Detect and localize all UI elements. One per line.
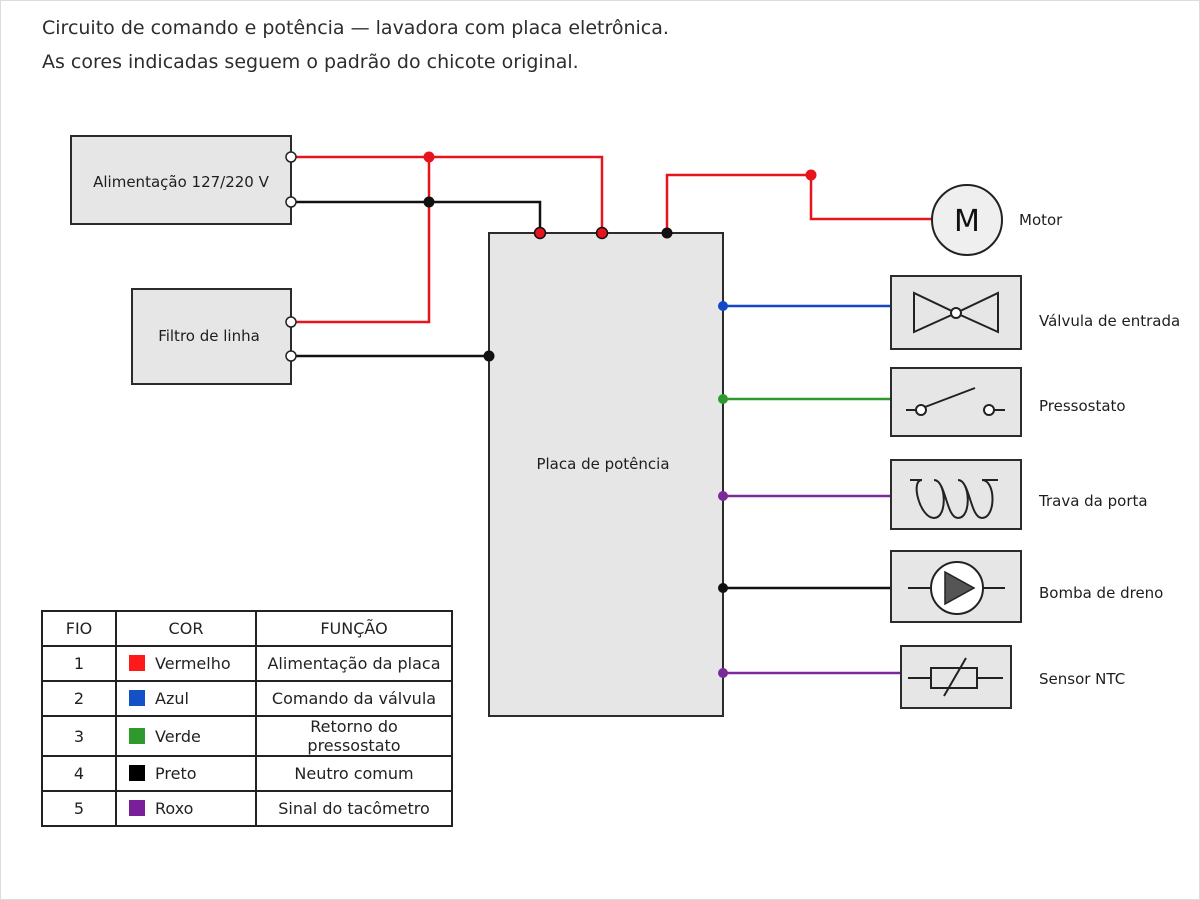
legend-fio: 2 xyxy=(41,680,117,717)
table-row: 4 Preto Neutro comum xyxy=(41,755,453,792)
legend-cor: Roxo xyxy=(115,790,257,827)
legend-funcao: Retorno do pressostato xyxy=(255,715,453,757)
table-row: 5 Roxo Sinal do tacômetro xyxy=(41,790,453,827)
legend-fio: 3 xyxy=(41,715,117,757)
legend-header-funcao: FUNÇÃO xyxy=(255,610,453,647)
legend-cor-name: Verde xyxy=(155,726,201,746)
legend-cor-name: Roxo xyxy=(155,799,194,818)
legend-funcao: Comando da válvula xyxy=(255,680,453,717)
motor-label: Motor xyxy=(1019,211,1063,229)
drain-pump-label: Bomba de dreno xyxy=(1039,584,1163,602)
legend-funcao: Alimentação da placa xyxy=(255,645,453,682)
pressure-switch-icon xyxy=(906,387,1005,416)
color-swatch xyxy=(129,690,145,706)
legend-fio: 5 xyxy=(41,790,117,827)
legend-cor-name: Vermelho xyxy=(155,654,231,673)
legend-fio: 4 xyxy=(41,755,117,792)
legend-cor: Vermelho xyxy=(115,645,257,682)
table-row: 3 Verde Retorno do pressostato xyxy=(41,715,453,757)
table-row: 1 Vermelho Alimentação da placa xyxy=(41,645,453,682)
junction-dots xyxy=(423,151,817,678)
legend-cor: Preto xyxy=(115,755,257,792)
color-swatch xyxy=(129,765,145,781)
black-wires xyxy=(291,200,891,590)
color-swatch xyxy=(129,727,145,744)
legend-cor-name: Preto xyxy=(155,764,197,783)
legend-funcao: Neutro comum xyxy=(255,755,453,792)
drain-pump-icon xyxy=(908,561,1005,615)
table-row: 2 Azul Comando da válvula xyxy=(41,680,453,717)
purple-wires xyxy=(723,494,901,675)
line-filter-label: Filtro de linha xyxy=(158,327,260,345)
motor-symbol: M xyxy=(954,204,980,239)
legend-header-fio: FIO xyxy=(41,610,117,647)
legend-cor: Azul xyxy=(115,680,257,717)
door-lock-coil-icon xyxy=(910,479,998,520)
legend-cor-name: Azul xyxy=(155,689,189,708)
color-swatch xyxy=(129,800,145,816)
power-board-label: Placa de potência xyxy=(536,455,669,473)
legend-fio: 1 xyxy=(41,645,117,682)
line-filter-block xyxy=(131,288,292,385)
title-line-2: As cores indicadas seguem o padrão do ch… xyxy=(42,51,579,73)
terminal-circles xyxy=(285,151,297,362)
power-board-block xyxy=(488,232,724,717)
power-supply-label: Alimentação 127/220 V xyxy=(93,173,269,191)
legend-funcao: Sinal do tacômetro xyxy=(255,790,453,827)
color-swatch xyxy=(129,655,145,671)
motor-icon xyxy=(931,184,1003,256)
legend-cor: Verde xyxy=(115,715,257,757)
title-line-1: Circuito de comando e potência — lavador… xyxy=(42,17,669,39)
pressure-switch-box xyxy=(890,367,1022,437)
valve-icon xyxy=(913,291,999,334)
ntc-sensor-icon xyxy=(908,657,1003,697)
pressure-switch-label: Pressostato xyxy=(1039,397,1126,415)
valve-label: Válvula de entrada xyxy=(1039,312,1180,330)
power-supply-block xyxy=(70,135,292,225)
wire-legend-table: FIO COR FUNÇÃO 1 Vermelho Alimentação da p… xyxy=(41,610,453,827)
legend-header-cor: COR xyxy=(115,610,257,647)
door-lock-label: Trava da porta xyxy=(1038,492,1148,510)
ntc-sensor-label: Sensor NTC xyxy=(1039,670,1125,688)
